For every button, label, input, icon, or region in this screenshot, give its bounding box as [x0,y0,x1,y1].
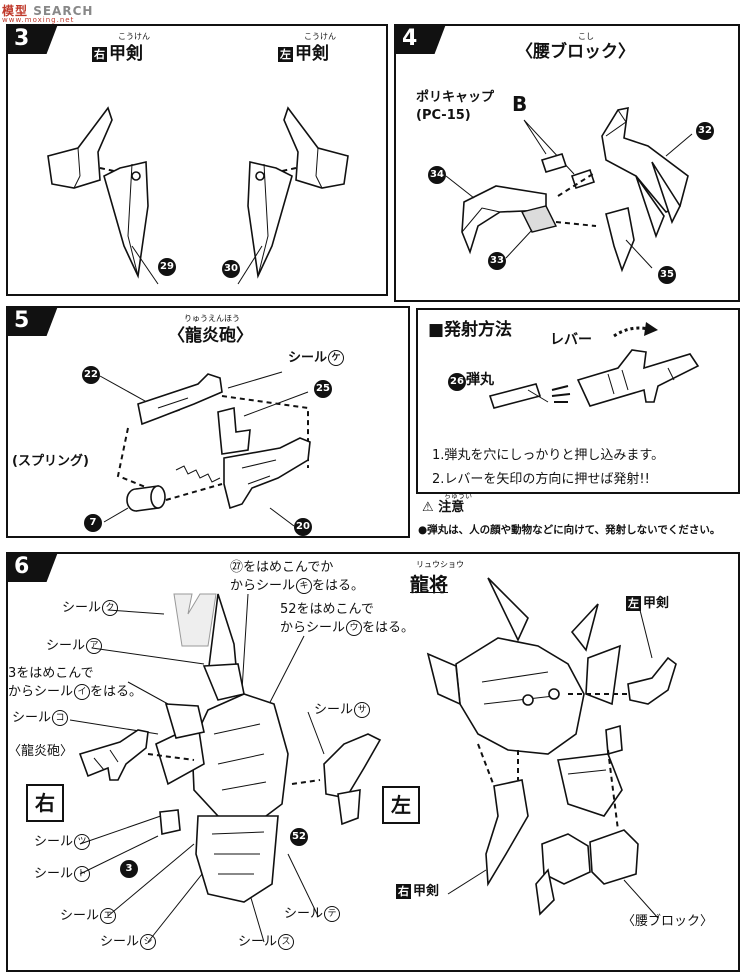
assembly-diagram [8,554,738,968]
step-number: 3 [6,24,58,54]
part-25: 25 [314,380,332,398]
left-sword-ruby: こうけん [304,32,336,42]
part-29: 29 [158,258,176,276]
launch-steps: 1.弾丸を穴にしっかりと押し込みます。 2.レバーを矢印の方向に押せば発射!! [432,444,664,492]
right-sword-ruby: こうけん [118,32,150,42]
waist-diagram [396,26,738,296]
site-watermark: 模型 SEARCH www.moxing.net [2,2,93,19]
caution-text: ●弾丸は、人の顔や動物などに向けて、発射しないでください。 [418,524,720,537]
caution-section: ちゅうい ⚠ 注意 ●弾丸は、人の顔や動物などに向けて、発射しないでください。 [418,494,740,552]
part-30: 30 [222,260,240,278]
launch-diagram [418,310,738,420]
warning-icon: ⚠ [422,500,434,515]
part-32: 32 [696,122,714,140]
step-5-panel: 5 りゅうえんほう 〈龍炎砲〉 シールケ (スプリング) [6,306,410,538]
part-35: 35 [658,266,676,284]
part-33: 33 [488,252,506,270]
step-4-panel: 4 こし 〈腰ブロック〉 ポリキャップ (PC-15) B [394,24,740,302]
step-6-panel: 6 ㉗をはめこんでか からシールキをはる。 52をはめこんで からシールウをはる… [6,552,740,972]
caution-title: ⚠ 注意 [422,500,464,516]
cannon-diagram [8,308,408,534]
step-3-panel: 3 こうけん 右甲剣 こうけん 左甲剣 [6,24,388,296]
part-22: 22 [82,366,100,384]
sword-diagram [8,56,386,296]
part-34: 34 [428,166,446,184]
part-20: 20 [294,518,312,536]
launch-step-2: 2.レバーを矢印の方向に押せば発射!! [432,468,664,492]
launch-step-1: 1.弾丸を穴にしっかりと押し込みます。 [432,444,664,468]
part-7: 7 [84,514,102,532]
